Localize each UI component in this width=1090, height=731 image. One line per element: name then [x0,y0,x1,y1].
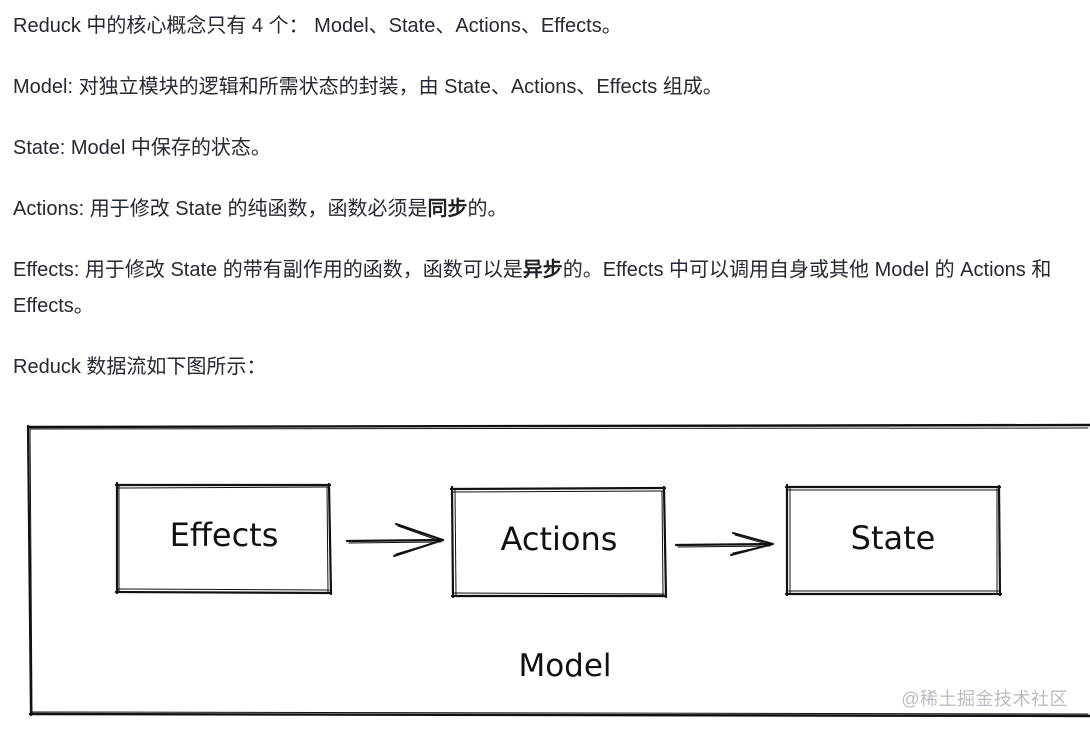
actions-box-label: Actions [501,520,618,558]
intro-paragraph: Reduck 中的核心概念只有 4 个： Model、State、Actions… [13,15,622,37]
effects-definition-paragraph: Effects: 用于修改 State 的带有副作用的函数，函数可以是异步的。E… [13,252,1077,324]
actions-definition-paragraph: Actions: 用于修改 State 的纯函数，函数必须是同步的。 [13,191,508,227]
reduck-dataflow-diagram: Effects Actions State Model @稀土掘金技术社区 [0,405,1090,731]
actions-box-outline [449,485,668,599]
effects-bold-async: 异步 [522,259,563,281]
state-definition-paragraph: State: Model 中保存的状态。 [13,137,271,159]
arrow-effects-to-actions [345,523,445,557]
arrow-actions-to-state [674,532,774,556]
actions-bold-sync: 同步 [427,198,468,220]
effects-text-post: 的。Effects 中可以调用自身或其他 Model 的 Actions 和 E… [13,259,1052,317]
effects-text-pre: Effects: 用于修改 State 的带有副作用的函数，函数可以是 [13,259,523,281]
state-box-label: State [851,519,936,557]
model-definition-paragraph: Model: 对独立模块的逻辑和所需状态的封装，由 State、Actions、… [13,76,723,98]
actions-text-post: 的。 [467,198,508,220]
effects-box-outline [114,481,333,596]
actions-text-pre: Actions: 用于修改 State 的纯函数，函数必须是 [13,198,428,220]
effects-box-label: Effects [170,516,279,554]
model-container-label: Model [518,648,611,684]
model-container-outline [26,423,1090,718]
state-box-outline [784,483,1003,597]
dataflow-intro-paragraph: Reduck 数据流如下图所示： [13,356,267,378]
site-watermark: @稀土掘金技术社区 [901,689,1068,709]
